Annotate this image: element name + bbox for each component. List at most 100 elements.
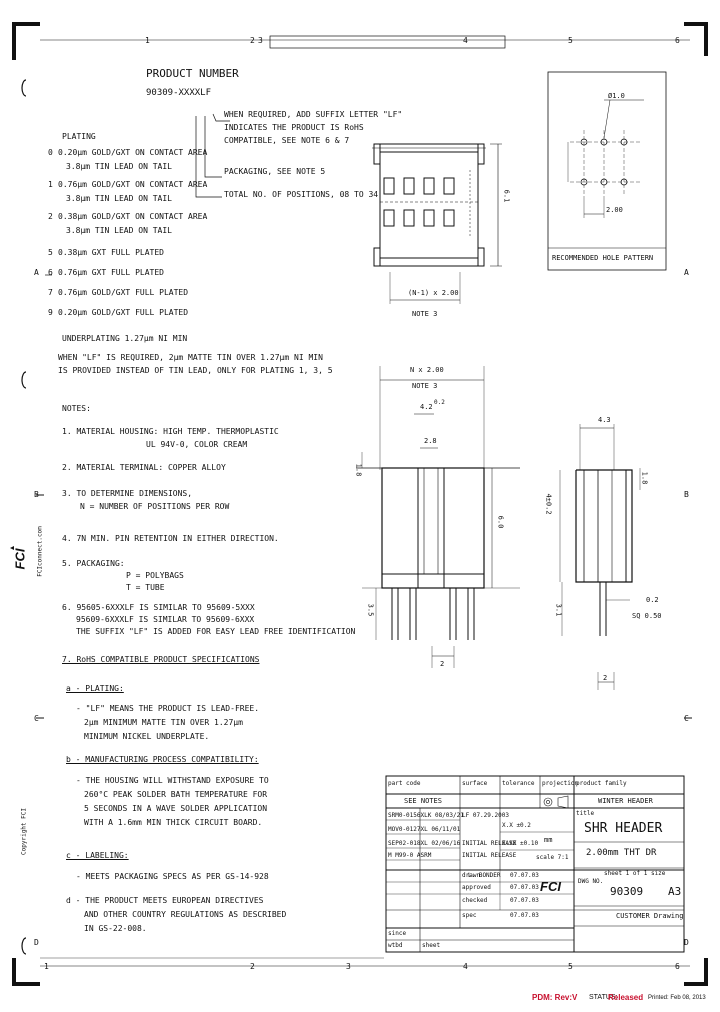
packaging-note: PACKAGING, SEE NOTE 5 (224, 167, 326, 176)
dim-2-8: 2.8 (424, 437, 437, 445)
note-7c-line1: - MEETS PACKAGING SPECS AS PER GS-14-928 (76, 872, 269, 881)
tb-title-label: title (576, 810, 595, 817)
zone-left-c: C (34, 714, 39, 723)
tb-rev-row-3: SEP02-018XL 02/06/16 (388, 840, 461, 847)
tb-sheet: sheet 1 of 1 size (604, 870, 666, 877)
plating-line-0a: 0.20μm GOLD/GXT ON CONTACT AREA (58, 148, 208, 157)
tb-rev-row-1: SRM0-0156XLK 08/03/21 (388, 812, 464, 819)
dim-note3-a: NOTE 3 (412, 310, 438, 318)
pdm-rev: PDM: Rev:V (532, 993, 578, 1002)
note-3-line1: 3. TO DETERMINE DIMENSIONS, (62, 489, 193, 498)
tb-approval-4-date: 07.07.03 (510, 912, 539, 919)
plating-line-1b: 3.8μm TIN LEAD ON TAIL (66, 194, 172, 203)
zone-top-6: 6 (675, 36, 680, 45)
note-7b-line1: - THE HOUSING WILL WITHSTAND EXPOSURE TO (76, 776, 269, 785)
zone-bottom-3: 3 (346, 962, 351, 971)
product-number-title: PRODUCT NUMBER (146, 67, 239, 80)
tb-scale: scale 7:1 (536, 854, 569, 861)
tb-ref-row-1: LF 07.29.2003 (462, 812, 509, 819)
zone-bottom-2: 2 (250, 962, 255, 971)
tb-ref-row-3: INITIAL RELEASE (462, 852, 517, 859)
dim-side-1-8: 1.8 (640, 471, 649, 485)
notes-title: NOTES: (62, 404, 91, 413)
tb-approval-4-label: spec (462, 912, 477, 919)
dim-3-1: 3.1 (554, 603, 563, 617)
tb-bottom-since: since (388, 930, 407, 937)
tb-approval-1-name: L. BONDER (468, 872, 501, 879)
suffix-note-1: WHEN REQUIRED, ADD SUFFIX LETTER "LF" (224, 110, 403, 119)
note-2: 2. MATERIAL TERMINAL: COPPER ALLOY (62, 463, 226, 472)
note-7d-line3: IN GS-22-008. (84, 924, 147, 933)
zone-right-d: D (684, 938, 689, 947)
note-7a-line1: - "LF" MEANS THE PRODUCT IS LEAD-FREE. (76, 704, 260, 713)
tb-fci-logo: FCI (540, 879, 561, 894)
dim-6-0: 6.0 (496, 515, 505, 529)
zone-right-c: C (684, 714, 689, 723)
plating-code-5: 5 (48, 248, 53, 257)
zone-right-b: B (684, 490, 689, 499)
tb-approval-1-date: 07.07.03 (510, 872, 539, 879)
plating-line-2a: 0.38μm GOLD/GXT ON CONTACT AREA (58, 212, 208, 221)
zone-top-1: 1 (145, 36, 150, 45)
plating-code-6: 6 (48, 268, 53, 277)
dim-2b: 2 (603, 674, 608, 682)
tb-doc-sub: 2.00mm THT DR (586, 848, 657, 858)
note-7a-line3: MINIMUM NICKEL UNDERPLATE. (84, 732, 210, 741)
note-7a-title: a - PLATING: (66, 684, 124, 693)
tb-label-tolerance: tolerance (502, 780, 535, 787)
note-4: 4. 7N MIN. PIN RETENTION IN EITHER DIREC… (62, 534, 279, 543)
note-7b-line4: WITH A 1.6mm MIN THICK CIRCUIT BOARD. (84, 818, 263, 827)
note-3-line2: N = NUMBER OF POSITIONS PER ROW (80, 502, 230, 511)
tb-units: mm (544, 836, 553, 844)
zone-left-a: A (34, 268, 39, 277)
zone-bottom-5: 5 (568, 962, 573, 971)
note-7d-line2: AND OTHER COUNTRY REGULATIONS AS DESCRIB… (84, 910, 287, 919)
tb-bottom-sheet: sheet (422, 942, 441, 949)
zone-left-b: B (34, 490, 39, 499)
zone-top-5: 5 (568, 36, 573, 45)
note-7d-line1: d - THE PRODUCT MEETS EUROPEAN DIRECTIVE… (66, 896, 264, 905)
dim-4-2: 4.2 (420, 403, 433, 411)
dim-note3-b: NOTE 3 (412, 382, 438, 390)
dim-hole-dia: Ø1.0 (608, 92, 625, 100)
zone-bottom-1: 1 (44, 962, 49, 971)
zone-top-4: 4 (463, 36, 468, 45)
tb-angles: X.X ±0.2 (502, 822, 531, 829)
plating-code-0: 0 (48, 148, 53, 157)
dim-nx: N x 2.00 (410, 366, 444, 374)
plating-line-7: 0.76μm GOLD/GXT FULL PLATED (58, 288, 189, 297)
plating-line-5: 0.38μm GXT FULL PLATED (58, 248, 164, 257)
note-7b-line2: 260°C PEAK SOLDER BATH TEMPERATURE FOR (84, 790, 268, 799)
suffix-note-3: COMPATIBLE, SEE NOTE 6 & 7 (224, 136, 350, 145)
note-1-line2: UL 94V-0, COLOR CREAM (146, 440, 248, 449)
dim-6-1: 6.1 (502, 189, 511, 203)
plating-line-6: 0.76μm GXT FULL PLATED (58, 268, 164, 277)
dim-2a: 2 (440, 660, 445, 668)
note-5-t: T = TUBE (126, 583, 165, 592)
note-7b-title: b - MANUFACTURING PROCESS COMPATIBILITY: (66, 755, 259, 764)
dim-hole-pitch: 2.00 (606, 206, 623, 214)
tb-label-projection: projection (542, 780, 579, 787)
underplating-note: UNDERPLATING 1.27μm NI MIN (62, 334, 188, 343)
zone-top-3: 3 (258, 36, 263, 45)
tb-angles2: X.XX ±0.10 (502, 840, 539, 847)
plating-line-9: 0.20μm GOLD/GXT FULL PLATED (58, 308, 189, 317)
suffix-note-2: INDICATES THE PRODUCT IS RoHS (224, 123, 364, 132)
note-7a-line2: 2μm MINIMUM MATTE TIN OVER 1.27μm (84, 718, 243, 727)
note-6-line2: 95609-6XXXLF IS SIMILAR TO 95609-6XXX (76, 615, 255, 624)
lf-note-2: IS PROVIDED INSTEAD OF TIN LEAD, ONLY FO… (58, 366, 333, 375)
positions-note: TOTAL NO. OF POSITIONS, 08 TO 34 (224, 190, 379, 199)
plating-code-1: 1 (48, 180, 53, 189)
tb-bottom-wtbd: wtbd (388, 942, 403, 949)
dim-top-n1: (N-1) x 2.00 (408, 289, 459, 297)
tb-dwg-type: CUSTOMER Drawing (616, 912, 684, 920)
tb-rev-row-4: M M99-0 ASRM (388, 852, 432, 859)
dim-4-3: 4.3 (598, 416, 611, 424)
tb-approval-1-label: drawn (462, 872, 481, 879)
zone-left-d: D (34, 938, 39, 947)
plating-line-0b: 3.8μm TIN LEAD ON TAIL (66, 162, 172, 171)
note-7c-title: c - LABELING: (66, 851, 129, 860)
tb-part-code-value: SEE NOTES (404, 797, 442, 805)
note-5-p: P = POLYBAGS (126, 571, 184, 580)
